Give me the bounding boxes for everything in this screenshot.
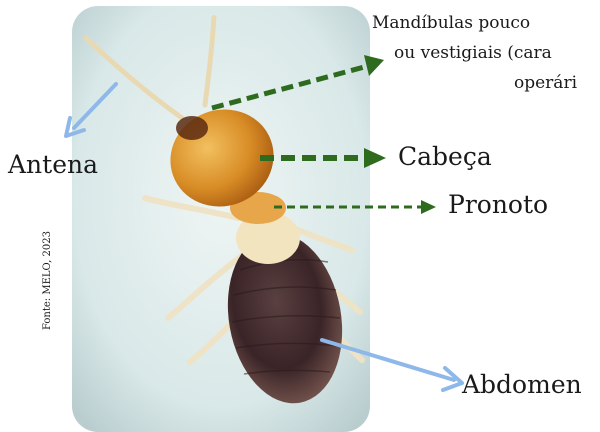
pronoto-label: Pronoto (448, 190, 548, 219)
antena-label: Antena (8, 150, 98, 179)
mandibulas-line-2: ou vestigiais (cara (372, 38, 600, 68)
cabeca-arrowhead (364, 148, 386, 168)
pronoto-arrowhead (421, 200, 436, 214)
mandibulas-label: Mandíbulas pouco ou vestigiais (cara ope… (372, 8, 600, 98)
mandibulas-line-1: Mandíbulas pouco (372, 8, 600, 38)
photo-credit: Fonte: MELO, 2023 (42, 231, 53, 330)
specimen-photo (72, 6, 370, 432)
abdomen-label: Abdomen (462, 370, 582, 399)
cabeca-label: Cabeça (398, 142, 492, 171)
mandibulas-line-3: operári (372, 68, 600, 98)
